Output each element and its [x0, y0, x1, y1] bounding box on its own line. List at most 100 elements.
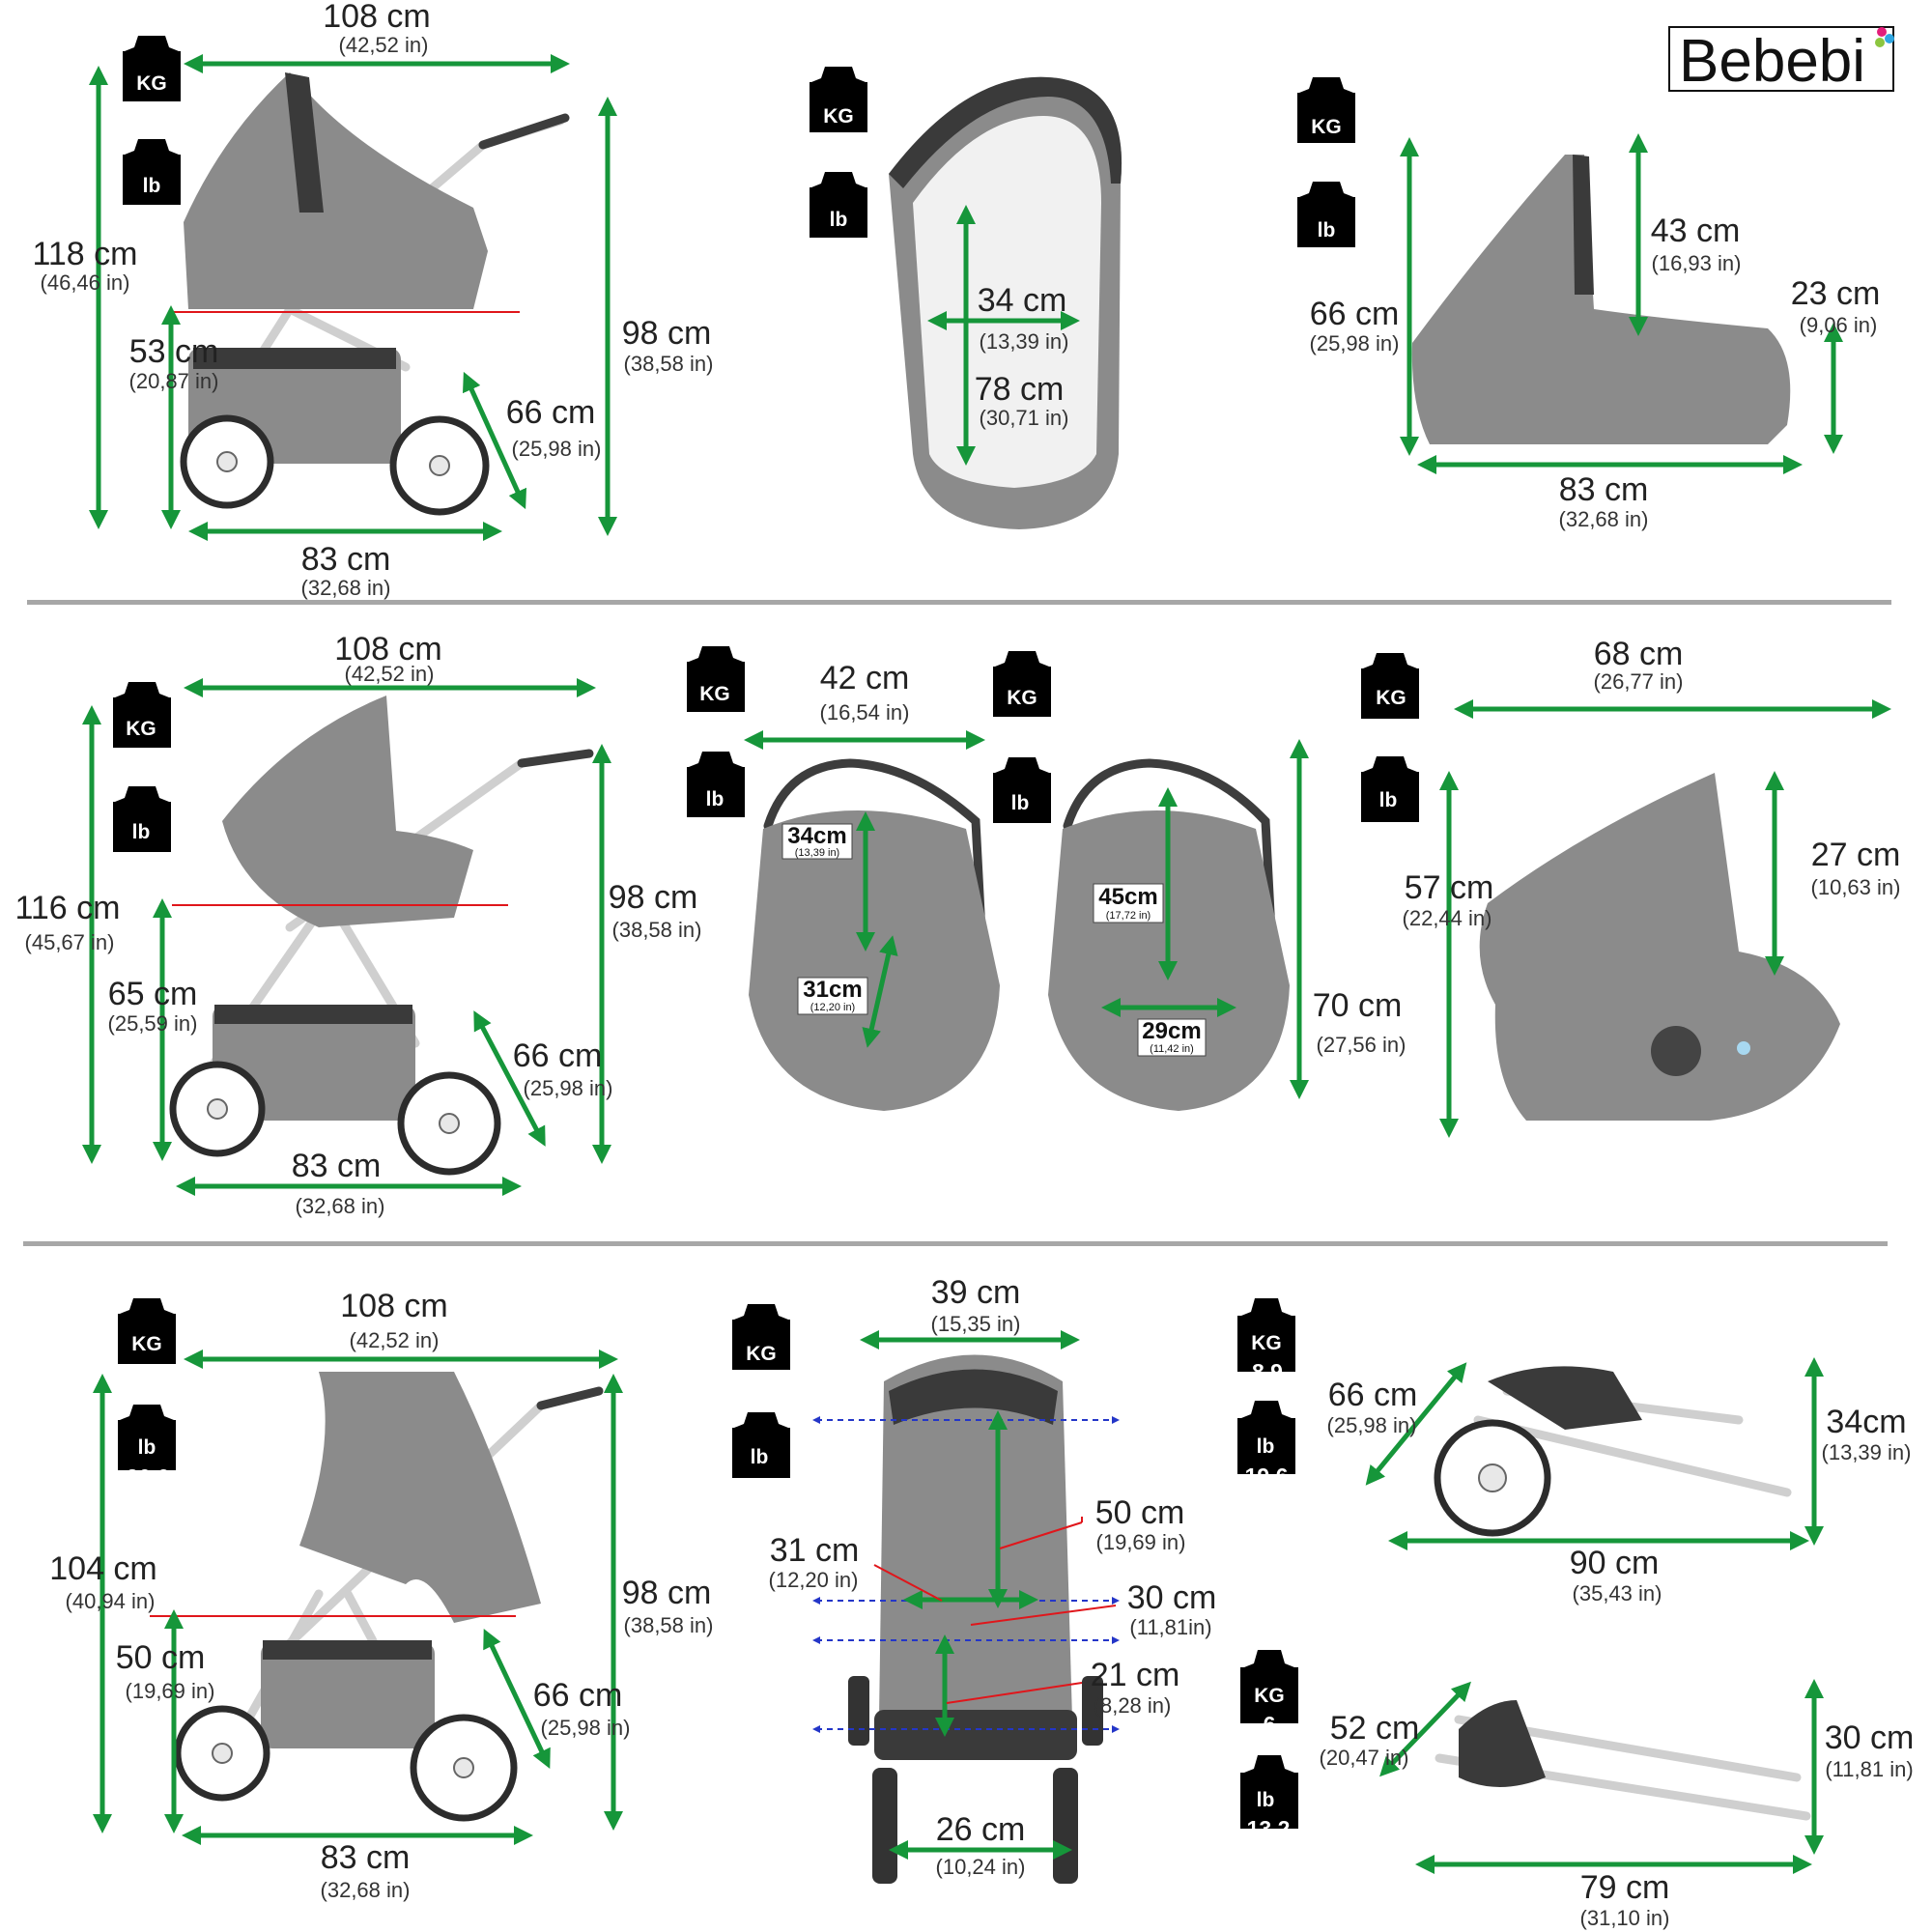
- seat-side-kg-unit: KG: [1376, 687, 1406, 709]
- fold-a-length-in: (35,43 in): [1573, 1581, 1662, 1605]
- car-seat-side-illustration: [1479, 773, 1840, 1121]
- r1-lower-in: (20,87 in): [129, 369, 219, 393]
- r1-base-in: (32,68 in): [301, 576, 391, 600]
- r2-lower-cm: 65 cm: [108, 976, 198, 1012]
- stroller-weight-kg: 13,9: [126, 1359, 169, 1384]
- cot-side-length-in: (32,68 in): [1559, 507, 1649, 531]
- travel-lb-unit: lb: [132, 821, 151, 843]
- seat-inner-width-cm: 29cm: [1142, 1018, 1201, 1044]
- fold-a-wheel-cm: 66 cm: [1328, 1377, 1418, 1413]
- r3-wheel-cm: 66 cm: [533, 1677, 623, 1714]
- folded-a-weight-kg: 8,9: [1252, 1359, 1283, 1384]
- front-seat-depth-in: (11,81in): [1129, 1615, 1211, 1639]
- cot-side-height-in: (25,98 in): [1310, 331, 1400, 355]
- front-seat-cm: 31 cm: [770, 1532, 860, 1569]
- r2-wheel-in: (25,98 in): [524, 1076, 613, 1100]
- r2-lower-in: (25,59 in): [108, 1011, 198, 1036]
- cot-length-cm: 78 cm: [975, 371, 1065, 408]
- stroller-front-lb-unit: lb: [751, 1446, 769, 1468]
- cot-side-lb-unit: lb: [1318, 219, 1336, 242]
- cot-top-kg-unit: KG: [823, 105, 854, 128]
- seat-side-hood-in: (10,63 in): [1811, 875, 1901, 899]
- cot-top-lb-unit: lb: [830, 209, 848, 231]
- seat-inner-in: (17,72 in): [1106, 910, 1151, 922]
- fold-a-height-cm: 34cm: [1826, 1404, 1906, 1440]
- seat-front-b-kg-unit: KG: [1007, 687, 1037, 709]
- r1-wheel-in: (25,98 in): [512, 437, 602, 461]
- stroller-illustration: [174, 1372, 604, 1822]
- r3-height-cm: 104 cm: [49, 1550, 157, 1587]
- logo-text: Bebebi: [1679, 28, 1865, 95]
- seat-side-hood-cm: 27 cm: [1811, 837, 1901, 873]
- r3-lower-cm: 50 cm: [116, 1639, 206, 1676]
- r1-base-cm: 83 cm: [301, 541, 391, 578]
- cot-side-weight-kg: 3,7: [1311, 142, 1342, 167]
- seat-side-length-in: (26,77 in): [1594, 669, 1684, 694]
- seat-front-b-lb-unit: lb: [1011, 792, 1030, 814]
- fold-b-height-cm: 30 cm: [1825, 1719, 1915, 1756]
- stroller-lb-unit: lb: [138, 1436, 156, 1459]
- front-wheelbase-in: (10,24 in): [936, 1855, 1026, 1879]
- cot-hood-in: (16,93 in): [1652, 251, 1742, 275]
- seat-front-b-weight-kg: 2,2: [1007, 714, 1037, 739]
- r3-width-in: (42,52 in): [350, 1328, 440, 1352]
- seat-front-height-cm: 70 cm: [1313, 987, 1403, 1024]
- car-seat-front-a-illustration: [749, 758, 1000, 1111]
- seat-side-weight-lb: 5,1: [1376, 818, 1406, 843]
- seat-side-lb-unit: lb: [1379, 789, 1398, 811]
- seat-inner-width-in: (11,42 in): [1150, 1043, 1194, 1055]
- seat-back-cm: 34cm: [787, 823, 846, 849]
- r1-handle-cm: 98 cm: [622, 315, 712, 352]
- travel-kg-unit: KG: [126, 718, 156, 740]
- front-seat-in: (12,20 in): [769, 1568, 859, 1592]
- seat-lower-cm: 31cm: [803, 977, 862, 1003]
- folded-stroller-b-illustration: [1435, 1700, 1811, 1821]
- folded-a-lb-unit: lb: [1257, 1435, 1275, 1458]
- fold-b-height-in: (11,81 in): [1825, 1757, 1913, 1781]
- brand-logo: Bebebi: [1668, 26, 1894, 95]
- pram-weight-lb: 27,6: [130, 204, 174, 229]
- r2-width-cm: 108 cm: [334, 631, 442, 668]
- seat-back-in: (13,39 in): [795, 847, 839, 859]
- folded-a-weight-lb: 19,6: [1245, 1463, 1289, 1489]
- r1-lower-cm: 53 cm: [129, 333, 219, 370]
- travel-weight-kg: 11,9: [120, 745, 162, 770]
- stroller-front-weight-lb: 30,6: [740, 1475, 783, 1500]
- cot-depth-in: (9,06 in): [1800, 313, 1878, 337]
- r3-base-in: (32,68 in): [321, 1878, 411, 1902]
- r2-width-in: (42,52 in): [345, 662, 435, 686]
- cot-hood-cm: 43 cm: [1651, 213, 1741, 249]
- r1-height-in: (46,46 in): [41, 270, 130, 295]
- fold-a-wheel-in: (25,98 in): [1327, 1413, 1417, 1437]
- folded-stroller-a-illustration: [1434, 1366, 1792, 1537]
- separator-2: [23, 1241, 1888, 1246]
- cot-top-weight-kg: 3,7: [823, 132, 854, 157]
- separator-1: [27, 600, 1891, 605]
- folded-b-lb-unit: lb: [1257, 1789, 1275, 1811]
- cot-depth-cm: 23 cm: [1791, 275, 1881, 312]
- r2-base-in: (32,68 in): [296, 1194, 385, 1218]
- r1-handle-in: (38,58 in): [624, 352, 714, 376]
- seat-front-a-weight-lb: 4,9: [699, 814, 730, 839]
- front-back-in: (19,69 in): [1096, 1530, 1186, 1554]
- front-foot-in: (8,28 in): [1094, 1693, 1172, 1718]
- r1-width-in: (42,52 in): [339, 33, 429, 57]
- fold-a-length-cm: 90 cm: [1570, 1545, 1660, 1581]
- r2-height-cm: 116 cm: [15, 890, 121, 926]
- fold-b-length-cm: 79 cm: [1580, 1869, 1670, 1906]
- travel-system-illustration: [169, 696, 594, 1176]
- r3-lower-in: (19,69 in): [126, 1679, 215, 1703]
- pram-illustration: [180, 72, 570, 516]
- seat-front-a-weight-kg: 2,2: [699, 709, 730, 734]
- seat-side-height-cm: 57 cm: [1405, 869, 1494, 906]
- pram-kg-unit: KG: [136, 72, 167, 95]
- folded-b-weight-kg: 6: [1264, 1712, 1276, 1737]
- r3-height-in: (40,94 in): [66, 1589, 156, 1613]
- front-back-cm: 50 cm: [1095, 1494, 1185, 1531]
- r3-width-cm: 108 cm: [340, 1288, 448, 1324]
- front-wheelbase-cm: 26 cm: [936, 1811, 1026, 1848]
- seat-side-height-in: (22,44 in): [1403, 906, 1492, 930]
- folded-b-kg-unit: KG: [1254, 1685, 1285, 1707]
- carrycot-side-illustration: [1411, 155, 1791, 444]
- pram-lb-unit: lb: [143, 175, 161, 197]
